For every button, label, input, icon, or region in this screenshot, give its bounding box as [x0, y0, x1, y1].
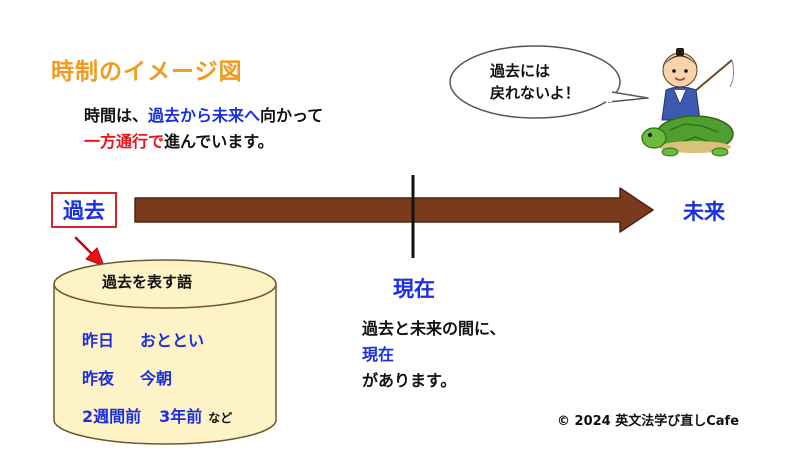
past-word: 今朝: [140, 369, 173, 388]
present-note-text: があります。: [362, 371, 457, 390]
boy-on-turtle-illustration: [641, 48, 735, 157]
past-words-row: 昨夜 今朝: [82, 365, 172, 389]
intro-highlight-one-way: 一方通行で: [84, 132, 165, 151]
speech-line-2: 戻れないよ！: [490, 84, 580, 102]
intro-highlight-past-future: 過去から未来へ: [148, 106, 261, 125]
past-words-row: 昨日 おととい: [82, 327, 204, 351]
present-note-line-2: 現在があります。: [362, 342, 506, 394]
intro-line-1: 時間は、過去から未来へ向かって: [84, 102, 323, 126]
past-word: 2週間前: [82, 407, 142, 426]
intro-line-2: 一方通行で進んでいます。: [84, 128, 274, 152]
present-note: 過去と未来の間に、 現在があります。: [362, 316, 506, 394]
speech-line-1: 過去には: [490, 62, 551, 80]
future-label: 未来: [683, 200, 725, 224]
past-label: 過去: [63, 199, 105, 223]
present-note-highlight: 現在: [362, 345, 395, 364]
past-word: おととい: [140, 331, 205, 350]
past-word: 昨夜: [82, 369, 115, 388]
speech-bubble-text: 過去には 戻れないよ！: [490, 60, 600, 104]
past-words-suffix: など: [208, 411, 233, 425]
past-words-title: 過去を表す語: [102, 273, 193, 291]
pointer-arrow: [74, 236, 105, 267]
present-note-line-1: 過去と未来の間に、: [362, 319, 506, 338]
past-word: 3年前: [159, 407, 203, 426]
intro-text: 時間は、: [84, 106, 149, 125]
intro-text: 向かって: [260, 106, 324, 125]
past-word: 昨日: [82, 331, 115, 350]
copyright: © 2024 英文法学び直しCafe: [557, 414, 740, 429]
past-label-box: 過去: [51, 192, 117, 228]
intro-text: 進んでいます。: [164, 132, 274, 151]
diagram-title: 時制のイメージ図: [51, 59, 243, 85]
past-words-cylinder: [53, 259, 277, 445]
time-arrow: [134, 187, 654, 233]
present-label: 現在: [393, 277, 435, 301]
past-words-row: 2週間前 3年前など: [82, 403, 232, 427]
